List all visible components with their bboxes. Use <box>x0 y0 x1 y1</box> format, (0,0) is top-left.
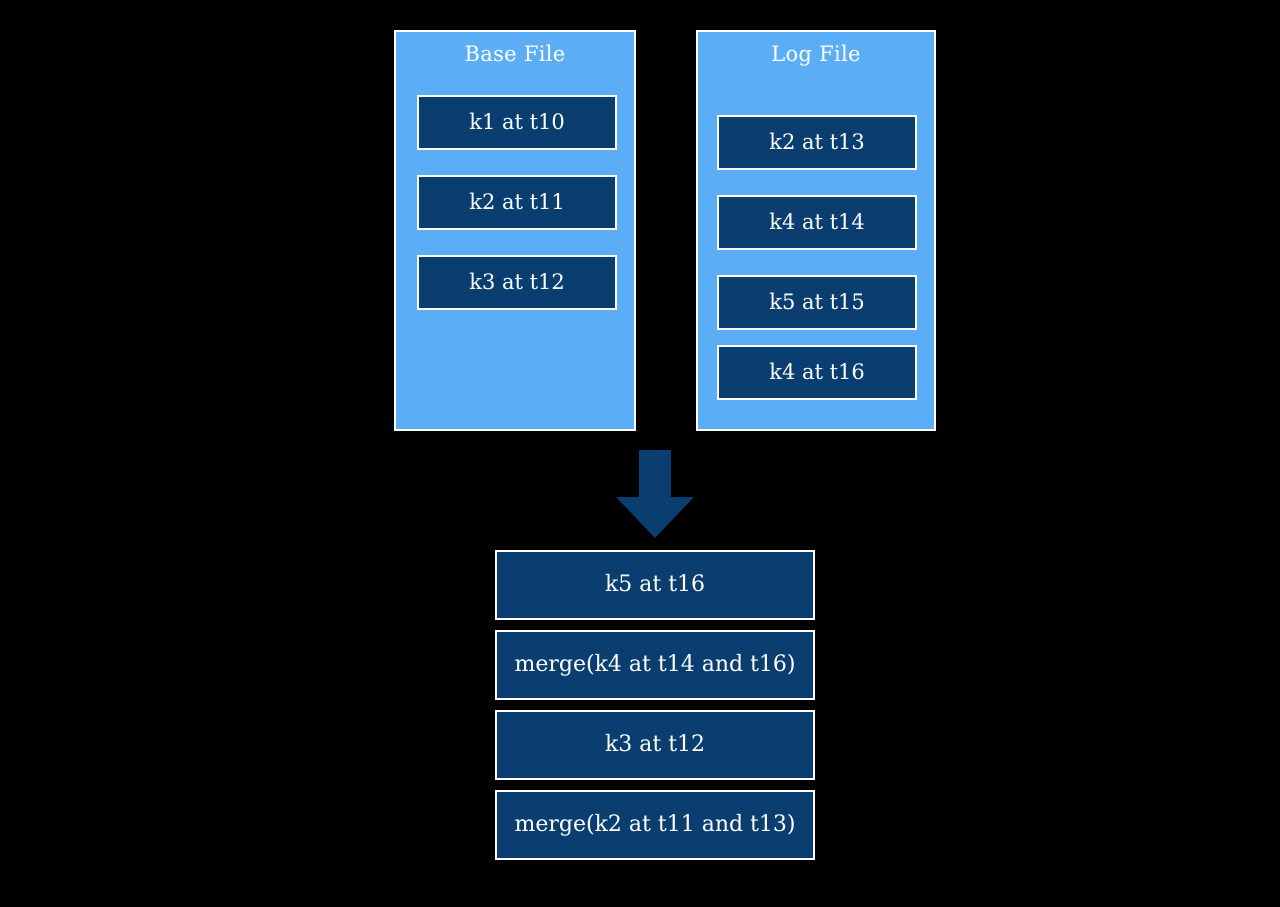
result-entry: merge(k4 at t14 and t16) <box>495 630 815 700</box>
log-file-entry: k4 at t16 <box>717 345 917 400</box>
log-file-entry: k5 at t15 <box>717 275 917 330</box>
result-entry: k3 at t12 <box>495 710 815 780</box>
log-file-entry: k4 at t14 <box>717 195 917 250</box>
base-file-entry: k2 at t11 <box>417 175 617 230</box>
base-file-entry: k1 at t10 <box>417 95 617 150</box>
result-entry: merge(k2 at t11 and t13) <box>495 790 815 860</box>
base-file-panel: Base File k1 at t10 k2 at t11 k3 at t12 <box>394 30 636 431</box>
result-entry: k5 at t16 <box>495 550 815 620</box>
log-file-panel: Log File k2 at t13 k4 at t14 k5 at t15 k… <box>696 30 936 431</box>
log-file-entry: k2 at t13 <box>717 115 917 170</box>
base-file-title: Base File <box>464 42 566 66</box>
base-file-entry: k3 at t12 <box>417 255 617 310</box>
log-file-title: Log File <box>771 42 861 66</box>
arrow-down-icon <box>616 450 694 538</box>
